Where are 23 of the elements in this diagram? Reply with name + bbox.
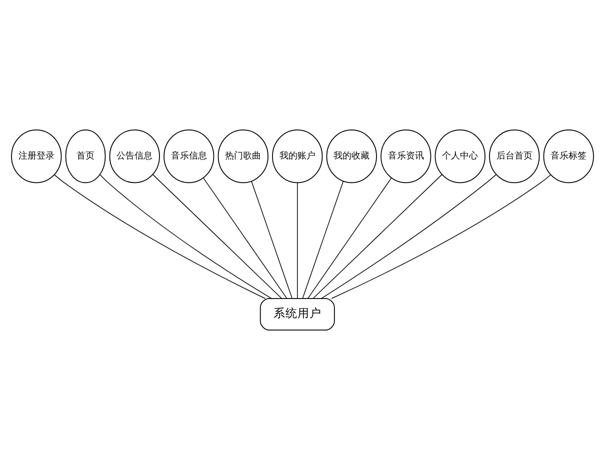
node-circle: 音乐资讯 (380, 129, 432, 183)
node-circle: 个人中心 (434, 129, 486, 183)
node-circle: 公告信息 (109, 129, 160, 183)
node-circle: 注册登录 (11, 129, 62, 183)
connector (331, 174, 551, 298)
node-circle: 热门歌曲 (218, 129, 268, 183)
connector (321, 174, 496, 298)
node-circle: 我的收藏 (326, 129, 377, 183)
connector (251, 180, 292, 298)
node-circle: 后台首页 (489, 129, 540, 183)
connector (152, 174, 282, 298)
node-circle: 我的账户 (272, 129, 323, 183)
node-box: 系统用户 (260, 298, 335, 330)
connector (100, 174, 272, 298)
connector (312, 174, 442, 298)
node-circle: 音乐标签 (543, 129, 594, 183)
node-circle: 音乐信息 (164, 129, 214, 183)
connector (308, 177, 392, 298)
connector (203, 177, 288, 298)
connector (302, 180, 344, 298)
connector (54, 174, 266, 298)
node-ellipse: 首页 (65, 129, 106, 183)
connector (297, 182, 298, 298)
